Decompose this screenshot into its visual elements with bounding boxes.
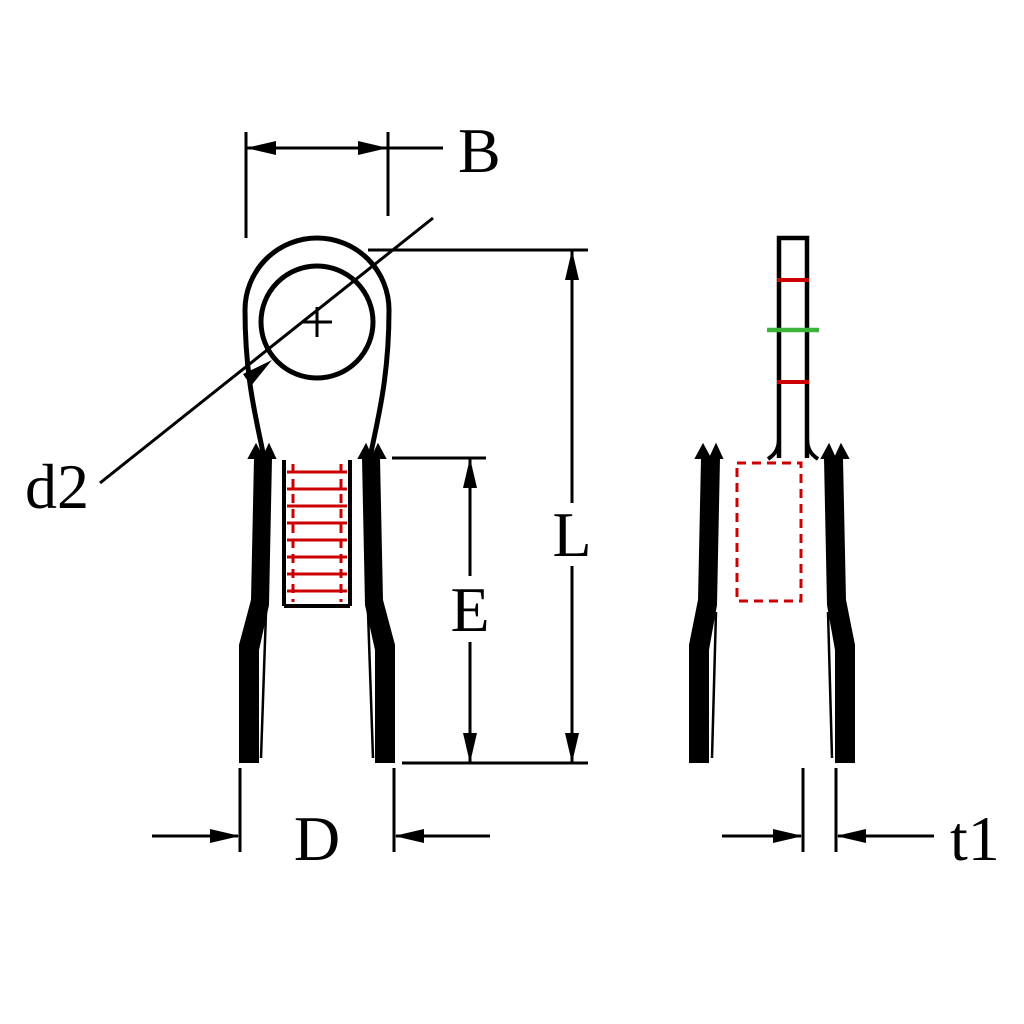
- barrel-left-wall: [239, 457, 273, 763]
- dimensions: [99, 132, 934, 852]
- dimension-labels: B d2 L E D t1: [25, 115, 1000, 874]
- label-b: B: [458, 115, 501, 186]
- side-barrel-right-wall: [823, 457, 855, 763]
- dimension-l: [368, 248, 588, 765]
- dimension-l-arrow-bottom-icon: [565, 733, 579, 763]
- dimension-t1: [722, 768, 934, 852]
- side-serration-left: [694, 442, 724, 461]
- dimension-t1-arrow-right-icon: [836, 829, 866, 843]
- side-serration-right: [820, 442, 850, 461]
- dimension-b: [244, 132, 443, 238]
- dimension-d-arrow-right-icon: [394, 829, 424, 843]
- conductor-hatch-horizontal-lines: [287, 470, 347, 593]
- barrel-serration-left: [247, 442, 277, 461]
- conductor-hatch: [287, 464, 347, 602]
- side-barrel-left-wall: [689, 457, 721, 763]
- dimension-d-extension-lines: [238, 768, 396, 852]
- label-t1: t1: [950, 803, 1000, 874]
- label-l: L: [552, 499, 591, 570]
- dimension-d-arrow-left-icon: [210, 829, 240, 843]
- hidden-wire-region: [735, 461, 803, 603]
- wire-entry-lines: [259, 611, 375, 759]
- dimension-b-extension-lines: [244, 132, 390, 238]
- drawing-root: B d2 L E D t1: [25, 115, 1000, 874]
- dimension-t1-extension-lines: [801, 768, 838, 852]
- tongue-flare-lines: [766, 437, 820, 461]
- label-d2: d2: [25, 451, 89, 522]
- barrel-right-wall: [361, 457, 395, 763]
- metal-sleeve-edges: [282, 460, 352, 608]
- label-e: E: [450, 574, 489, 645]
- dimension-d: [152, 768, 490, 852]
- dimension-e-arrow-top-icon: [463, 458, 477, 488]
- dimension-b-arrow-left-icon: [246, 141, 276, 155]
- side-view: [689, 235, 855, 763]
- barrel-serration-right: [357, 442, 387, 461]
- dimension-l-arrow-top-icon: [565, 250, 579, 280]
- dimension-e: [392, 456, 486, 763]
- label-d: D: [294, 803, 340, 874]
- dimension-d2-arrow-icon: [243, 360, 272, 386]
- dimension-e-arrow-bottom-icon: [463, 733, 477, 763]
- dimension-d2-leader-line: [99, 216, 434, 485]
- dimension-d2: [99, 216, 434, 485]
- conductor-hatch-dashed-verticals: [291, 464, 343, 602]
- dimension-t1-arrow-left-icon: [773, 829, 803, 843]
- dimension-l-extension-lines: [368, 248, 588, 765]
- dimension-b-arrow-right-icon: [358, 141, 388, 155]
- crimp-marks-red: [777, 278, 809, 384]
- tongue-outline: [776, 235, 810, 458]
- side-wire-entry-lines: [710, 611, 834, 759]
- front-view: [239, 235, 395, 763]
